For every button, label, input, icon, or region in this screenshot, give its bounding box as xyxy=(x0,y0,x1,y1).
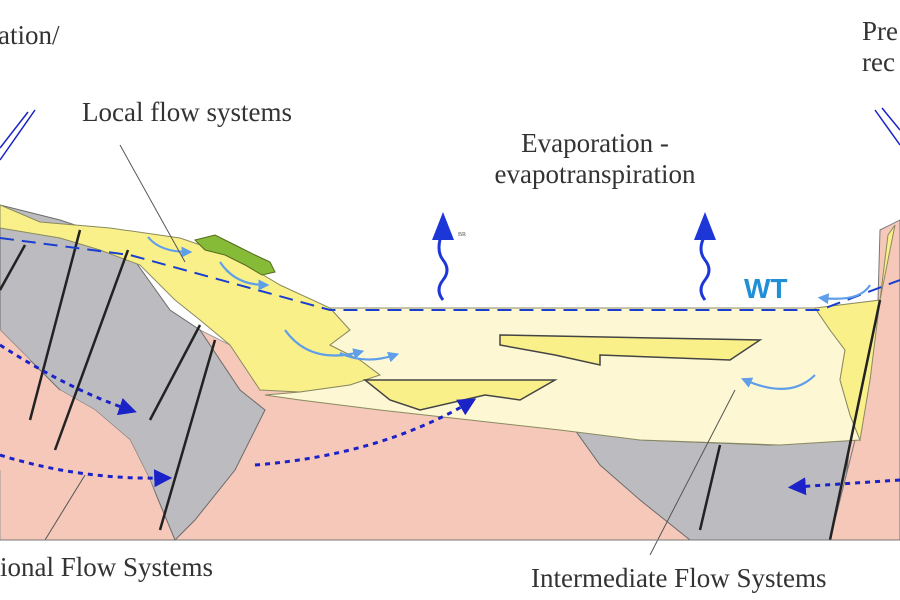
leader-line-local xyxy=(119,144,186,263)
fault-line xyxy=(828,299,882,541)
sediment-fan-right xyxy=(814,224,896,442)
bedrock-wedge xyxy=(0,330,55,490)
local-flow-arrow xyxy=(339,351,400,363)
sediment-lens xyxy=(499,334,763,366)
vegetation-patch xyxy=(194,234,276,276)
evaporation-arrowhead xyxy=(432,212,454,240)
local-flow-arrow xyxy=(740,374,816,390)
leader-line-regional xyxy=(44,474,86,541)
bedrock-wedge xyxy=(90,410,165,530)
local-flow-arrow xyxy=(219,261,270,291)
local-flow-arrow xyxy=(284,329,365,359)
local-flow-arrow xyxy=(147,236,193,258)
regional-flow-arrow xyxy=(0,343,137,416)
label-top-right-line1: Pre xyxy=(862,16,898,46)
precipitation-line xyxy=(874,109,900,146)
fault-line xyxy=(28,229,82,421)
fault-line xyxy=(158,339,217,531)
evaporation-arrow xyxy=(437,229,449,301)
sediment-lens xyxy=(362,379,558,411)
label-evaporation-line2: evapotranspiration xyxy=(494,159,696,190)
label-top-right-line2: rec xyxy=(862,47,895,78)
label-tiny-mark: BR xyxy=(458,232,467,238)
fault-line xyxy=(0,244,27,291)
fault-block-left-gray xyxy=(0,204,266,541)
water-table-line xyxy=(0,237,900,311)
label-water-table: WT xyxy=(744,273,788,304)
label-local-flow-systems: Local flow systems xyxy=(82,97,292,127)
precipitation-line xyxy=(0,111,29,149)
leader-line-intermediate xyxy=(649,389,736,556)
local-flow-arrow xyxy=(817,284,871,305)
precipitation-line xyxy=(0,109,36,161)
label-evaporation: Evaporation - evapotranspiration xyxy=(470,128,720,190)
fault-line xyxy=(148,324,202,421)
regional-flow-arrow xyxy=(0,453,173,488)
fault-line xyxy=(53,249,130,451)
label-intermediate-flow-systems: Intermediate Flow Systems xyxy=(531,563,827,593)
precipitation-line xyxy=(881,107,900,131)
regional-flow-arrow xyxy=(254,398,477,467)
label-regional-flow-systems: ional Flow Systems xyxy=(0,552,214,582)
bedrock-wedge xyxy=(50,390,95,510)
regional-flow-arrow xyxy=(787,477,900,496)
label-precipitation-recharge-right: Pre rec xyxy=(862,16,898,78)
evaporation-arrowhead xyxy=(694,212,716,240)
label-evaporation-line1: Evaporation - xyxy=(521,128,669,158)
label-precipitation-recharge-left: ation/ xyxy=(0,20,60,50)
evaporation-arrow xyxy=(699,234,711,301)
fault-line xyxy=(698,444,722,531)
